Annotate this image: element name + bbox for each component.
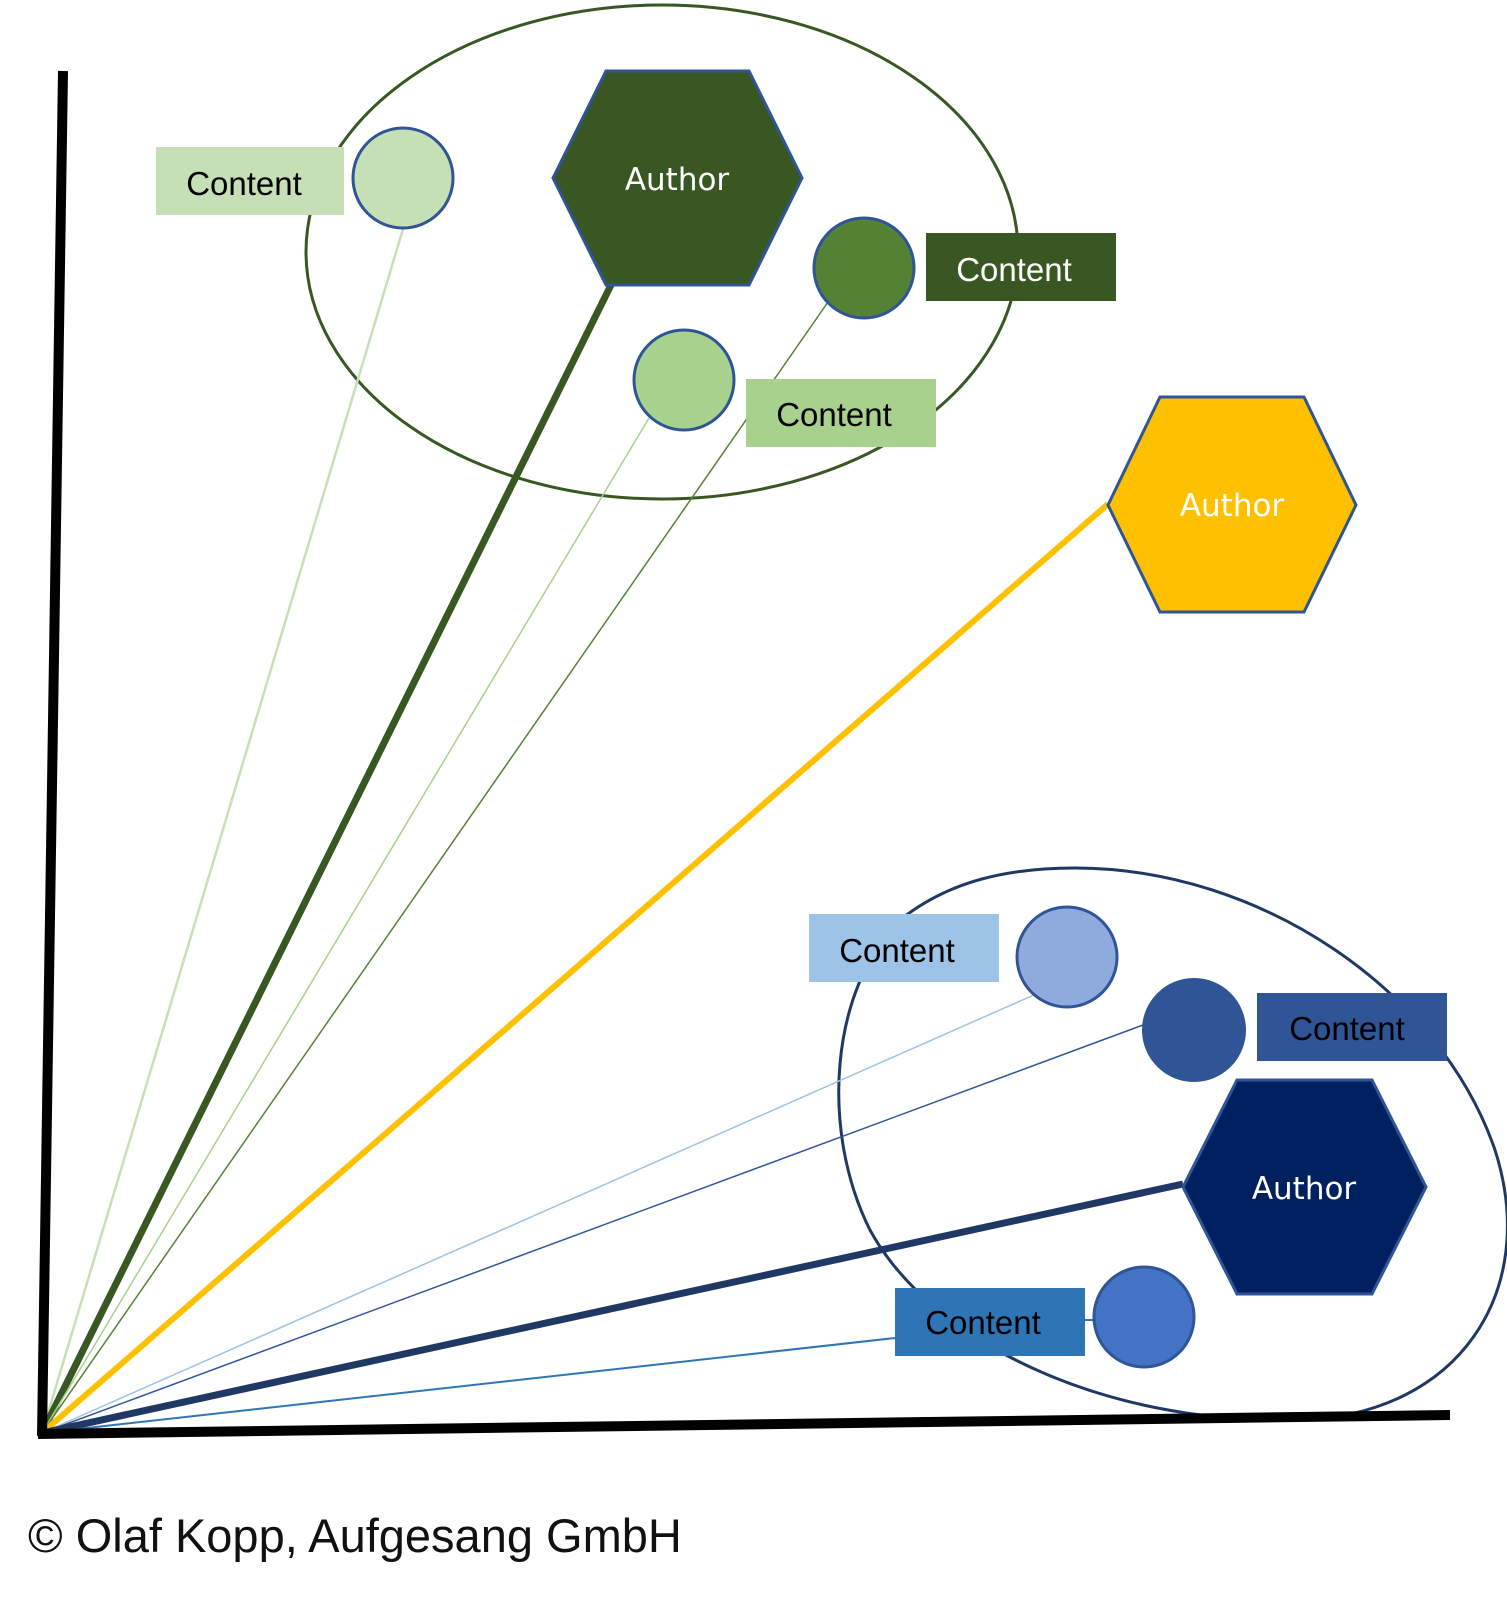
edge-blue-content-1: [41, 993, 1037, 1434]
author-label: Author: [1180, 488, 1285, 524]
author-label: Author: [625, 162, 730, 198]
x-axis: [37, 1410, 1451, 1439]
content-node[interactable]: [351, 126, 455, 230]
content-node[interactable]: [1092, 1265, 1196, 1369]
content-label-box: [809, 914, 999, 982]
content-label: Content: [839, 932, 955, 969]
content-node[interactable]: [632, 328, 736, 432]
copyright-notice: © Olaf Kopp, Aufgesang GmbH: [28, 1509, 682, 1562]
edges: [38, 228, 1184, 1437]
content-label-box: [895, 1288, 1085, 1356]
author-node[interactable]: [1181, 1078, 1428, 1296]
edge-green-content-1: [40, 228, 405, 1434]
edge-blue-content-2: [41, 1024, 1144, 1434]
content-node[interactable]: [1015, 905, 1119, 1009]
edge-blue-content-3: [41, 1337, 896, 1434]
author-label: Author: [1252, 1171, 1357, 1207]
edge-green-content-2: [41, 301, 829, 1434]
content-label: Content: [956, 251, 1072, 288]
content-label-box: [746, 379, 936, 447]
content-label: Content: [186, 165, 302, 202]
content-label: Content: [1289, 1010, 1405, 1047]
edge-yellow-author: [40, 501, 1110, 1436]
author-node[interactable]: [1106, 395, 1358, 614]
author-node[interactable]: [551, 69, 804, 287]
content-node[interactable]: [1142, 978, 1246, 1082]
content-label-box: [156, 147, 344, 215]
edge-green-author: [38, 283, 615, 1435]
edge-green-content-3: [41, 417, 650, 1434]
y-axis: [37, 70, 68, 1437]
content-node[interactable]: [812, 216, 916, 320]
edge-blue-author: [41, 1180, 1184, 1437]
content-label: Content: [925, 1304, 1041, 1341]
content-label: Content: [776, 396, 892, 433]
content-label-box: [1257, 993, 1447, 1061]
content-label-box: [926, 233, 1116, 301]
